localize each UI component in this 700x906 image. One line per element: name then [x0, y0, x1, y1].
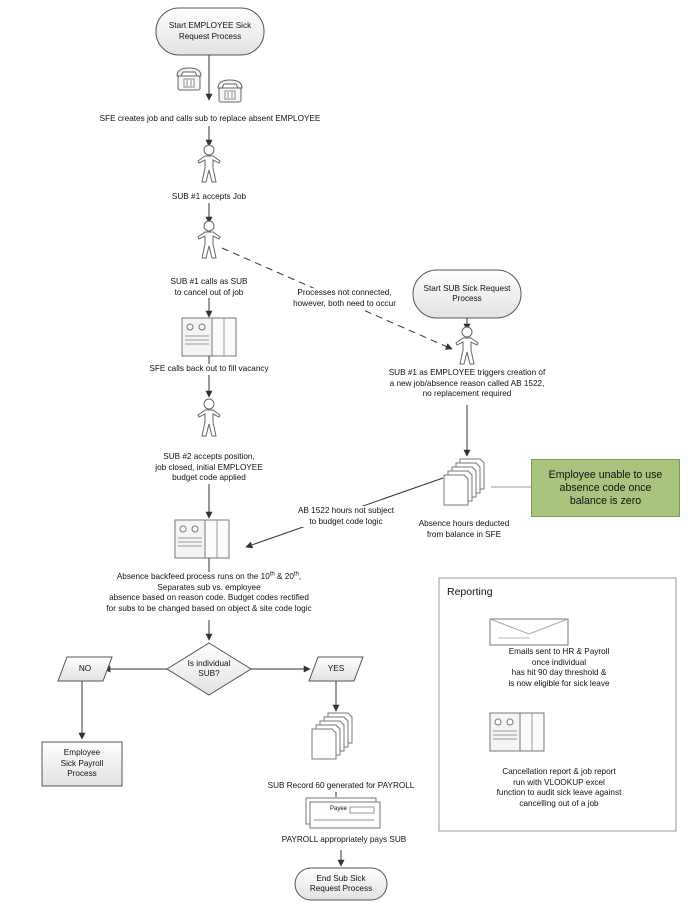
yes-label: YES — [327, 663, 345, 673]
reporting-emails-label: Emails sent to HR & Payroll once individ… — [508, 647, 610, 688]
start-sub-label: Start SUB Sick Request Process — [423, 283, 511, 304]
decision-label: Is individual SUB? — [187, 658, 231, 679]
not-connected-label: Processes not connected, however, both n… — [282, 288, 407, 309]
payroll-pays-label: PAYROLL appropriately pays SUB — [281, 835, 407, 844]
telephone-icon — [217, 79, 243, 103]
sub1-accepts-label: SUB #1 accepts Job — [139, 192, 279, 203]
server-icon — [181, 317, 237, 357]
start-employee-label: Start EMPLOYEE Sick Request Process — [168, 21, 252, 41]
person-icon — [197, 144, 221, 183]
yes-node — [308, 656, 364, 682]
record60-label: SUB Record 60 generated for PAYROLL — [267, 781, 415, 790]
telephone-icon — [176, 67, 202, 91]
reporting-cancellation-label: Cancellation report & job report run wit… — [496, 767, 622, 808]
backfeed-label: Absence backfeed process runs on the 10t… — [106, 571, 312, 613]
reporting-title: Reporting — [447, 586, 493, 598]
no-node — [57, 656, 113, 682]
end-sub-node — [294, 867, 388, 901]
check-payee-label: Payee — [330, 806, 348, 812]
document-stack-icon — [443, 458, 485, 506]
check-icon — [305, 797, 381, 829]
sfe-creates-label: SFE creates job and calls sub to replace… — [60, 114, 360, 125]
person-icon — [197, 398, 221, 437]
server-icon — [174, 519, 230, 559]
sub1-calls-label: SUB #1 calls as SUB to cancel out of job — [170, 277, 248, 297]
sfe-calls-back-label: SFE calls back out to fill vacancy — [119, 364, 299, 375]
no-label: NO — [78, 663, 92, 673]
employee-payroll-node — [41, 741, 123, 787]
balance-callout: Employee unable to use absence code once… — [531, 459, 680, 517]
email-icon — [489, 618, 569, 646]
server-icon — [489, 712, 545, 752]
person-icon — [455, 326, 479, 365]
sub2-accepts-label: SUB #2 accepts position, job closed, ini… — [155, 452, 263, 482]
absence-deducted-label: Absence hours deducted from balance in S… — [418, 519, 510, 539]
ab1522-label: AB 1522 hours not subject to budget code… — [284, 506, 408, 527]
start-employee-node — [155, 7, 265, 56]
employee-payroll-label: Employee Sick Payroll Process — [60, 748, 104, 779]
decision-diamond — [166, 642, 252, 696]
person-icon — [197, 220, 221, 259]
end-sub-label: End Sub Sick Request Process — [309, 873, 373, 894]
document-stack-icon — [311, 712, 353, 760]
sub1-employee-label: SUB #1 as EMPLOYEE triggers creation of … — [388, 368, 546, 398]
